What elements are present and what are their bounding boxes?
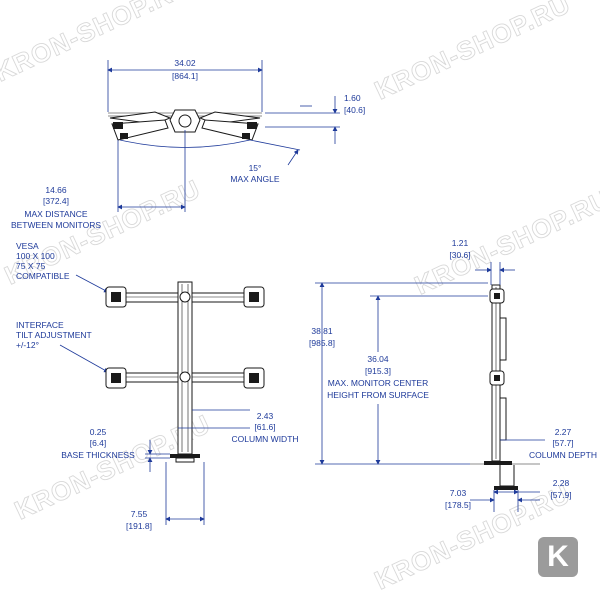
interface-label: TILT ADJUSTMENT	[16, 330, 92, 340]
side-base-plate	[484, 461, 512, 465]
column-depth-in: 2.27	[555, 427, 572, 437]
top-view: 34.02 [864.1] 1.60 [40.6] 15°	[11, 58, 365, 230]
column-top-circle	[178, 114, 192, 128]
kron-logo: K	[538, 537, 578, 577]
overall-height-mm: [985.8]	[309, 338, 335, 348]
front-view: VESA 100 X 100 75 X 75 COMPATIBLE INTERF…	[16, 241, 299, 531]
top-offset-in: 1.21	[452, 238, 469, 248]
clamp-a-in: 2.28	[553, 478, 570, 488]
side-clamp-foot	[494, 486, 518, 490]
vesa-label: COMPATIBLE	[16, 271, 70, 281]
center-height-label: MAX. MONITOR CENTER	[328, 378, 428, 388]
side-view-mount	[470, 284, 540, 490]
max-distance-label: BETWEEN MONITORS	[11, 220, 101, 230]
offset-mm: [40.6]	[344, 105, 365, 115]
max-distance-in: 14.66	[45, 185, 67, 195]
column-width-in: 2.43	[257, 411, 274, 421]
side-plate-upper	[499, 317, 507, 361]
side-head-detail	[494, 293, 500, 299]
side-plate-lower	[499, 397, 507, 441]
base-width-in: 7.55	[131, 509, 148, 519]
vesa-leader	[75, 274, 109, 293]
front-view-mount	[105, 281, 265, 463]
vesa-head-detail	[249, 373, 259, 383]
center-height-in: 36.04	[367, 354, 389, 364]
left-lower-bracket	[120, 133, 128, 139]
right-bracket	[247, 122, 257, 129]
base-thickness-in: 0.25	[90, 427, 107, 437]
max-distance-mm: [372.4]	[43, 196, 69, 206]
base-clamp	[175, 457, 195, 463]
interface-label: INTERFACE	[16, 320, 64, 330]
base-width-mm: [191.8]	[126, 521, 152, 531]
base-thickness-mm: [6.4]	[90, 438, 107, 448]
vesa-head-detail	[249, 292, 259, 302]
top-offset-mm: [30.6]	[449, 250, 470, 260]
clamp-b-mm: [178.5]	[445, 500, 471, 510]
watermark-text: KRON-SHOP.RU	[370, 0, 575, 105]
angle-value: 15°	[249, 163, 262, 173]
side-clamp	[499, 465, 515, 487]
vesa-label: 75 X 75	[16, 261, 46, 271]
column-depth-mm: [57.7]	[552, 438, 573, 448]
vesa-head-detail	[111, 373, 121, 383]
upper-hub	[179, 291, 191, 303]
clamp-b-in: 7.03	[450, 488, 467, 498]
vesa-label: 100 X 100	[16, 251, 55, 261]
interface-leader	[59, 344, 109, 373]
interface-label: +/-12°	[16, 340, 39, 350]
max-distance-label: MAX DISTANCE	[24, 209, 87, 219]
side-view: 1.21 [30.6] 38.81 [985.8] 36.04 [915.3] …	[309, 238, 597, 512]
lower-hub	[179, 371, 191, 383]
watermark-text: KRON-SHOP.RU	[0, 0, 195, 87]
angle-line	[249, 139, 301, 151]
center-height-label: HEIGHT FROM SURFACE	[327, 390, 429, 400]
logo-letter: K	[547, 540, 569, 573]
offset-in: 1.60	[344, 93, 361, 103]
left-bracket	[113, 122, 123, 129]
column-width-mm: [61.6]	[254, 422, 275, 432]
base-thickness-label: BASE THICKNESS	[61, 450, 135, 460]
column-width-label: COLUMN WIDTH	[231, 434, 298, 444]
overall-height-in: 38.81	[311, 326, 333, 336]
vesa-label: VESA	[16, 241, 39, 251]
angle-leader	[287, 149, 299, 166]
top-view-mount	[108, 109, 262, 141]
center-height-mm: [915.3]	[365, 366, 391, 376]
angle-label: MAX ANGLE	[230, 174, 279, 184]
column-depth-label: COLUMN DEPTH	[529, 450, 597, 460]
overall-width-in: 34.02	[174, 58, 196, 68]
clamp-a-mm: [57.9]	[550, 490, 571, 500]
side-head-detail	[494, 375, 500, 381]
overall-width-mm: [864.1]	[172, 71, 198, 81]
base-plate	[170, 454, 200, 458]
vesa-head-detail	[111, 292, 121, 302]
right-lower-bracket	[242, 133, 250, 139]
